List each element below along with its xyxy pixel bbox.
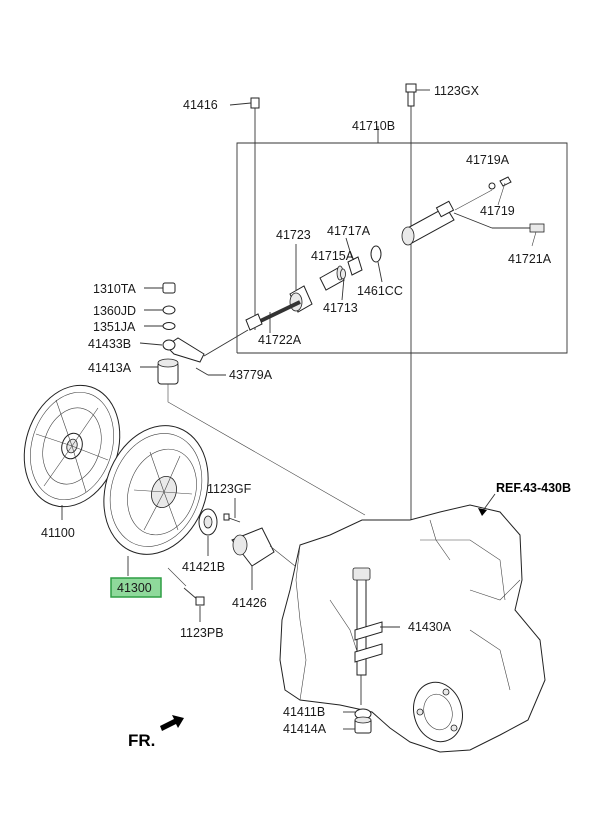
clutch-cover-41300 <box>103 425 209 576</box>
label-1461CC: 1461CC <box>357 284 403 298</box>
label-41413A: 41413A <box>88 361 132 375</box>
release-fork-41433B <box>139 329 249 363</box>
label-1360JD: 1360JD <box>93 304 136 318</box>
label-41416: 41416 <box>183 98 218 112</box>
label-41430A: 41430A <box>408 620 452 634</box>
bushing-41413A <box>140 358 366 516</box>
sleeve-41426 <box>231 527 301 590</box>
label-41722A: 41722A <box>258 333 302 347</box>
label-1123PB: 1123PB <box>180 626 224 640</box>
bolt-41416 <box>229 97 260 330</box>
push-rod-41722A <box>245 300 301 333</box>
label-41433B: 41433B <box>88 337 131 351</box>
nut-1310TA <box>144 282 176 294</box>
oring-1461CC <box>370 245 383 283</box>
label-1351JA: 1351JA <box>93 320 136 334</box>
release-cylinder <box>401 176 545 247</box>
boot-41723 <box>289 244 313 313</box>
front-direction-arrow <box>160 715 184 731</box>
label-41717A: 41717A <box>327 224 371 238</box>
piston-spring-group <box>319 237 363 301</box>
label-41721A: 41721A <box>508 252 552 266</box>
bushing-41414A <box>343 716 372 734</box>
label-41715A: 41715A <box>311 249 355 263</box>
label-41710B: 41710B <box>352 119 395 133</box>
label-1310TA: 1310TA <box>93 282 137 296</box>
bolt-1123GX <box>405 83 430 590</box>
bolt-1123GF <box>223 498 241 523</box>
label-41414A: 41414A <box>283 722 327 736</box>
label-41426: 41426 <box>232 596 267 610</box>
label-41719: 41719 <box>480 204 515 218</box>
label-1123GX: 1123GX <box>434 84 480 98</box>
highlight-41300 <box>110 577 162 598</box>
label-43779A: 43779A <box>229 368 273 382</box>
shaft-41430A <box>352 567 400 705</box>
reference-leader <box>478 493 496 516</box>
label-41300[interactable]: 41300 <box>117 581 152 595</box>
nut-1360JD <box>144 305 176 315</box>
transaxle-housing <box>279 504 546 753</box>
release-bearing-41421B <box>198 508 218 556</box>
front-direction-label: FR. <box>128 731 155 750</box>
pin-43779A <box>195 367 226 376</box>
reference-label[interactable]: REF.43-430B <box>496 481 571 495</box>
label-41421B: 41421B <box>182 560 225 574</box>
label-41719A: 41719A <box>466 153 510 167</box>
clutch-disc-41100 <box>23 384 121 520</box>
label-41723: 41723 <box>276 228 311 242</box>
washer-1351JA <box>144 322 176 330</box>
label-1123GF: 1123GF <box>207 482 252 496</box>
label-41713: 41713 <box>323 301 358 315</box>
bolt-1123PB <box>167 567 205 622</box>
label-41100: 41100 <box>41 526 75 540</box>
label-41411B: 41411B <box>283 705 325 719</box>
release-cylinder-group-box <box>236 126 568 354</box>
